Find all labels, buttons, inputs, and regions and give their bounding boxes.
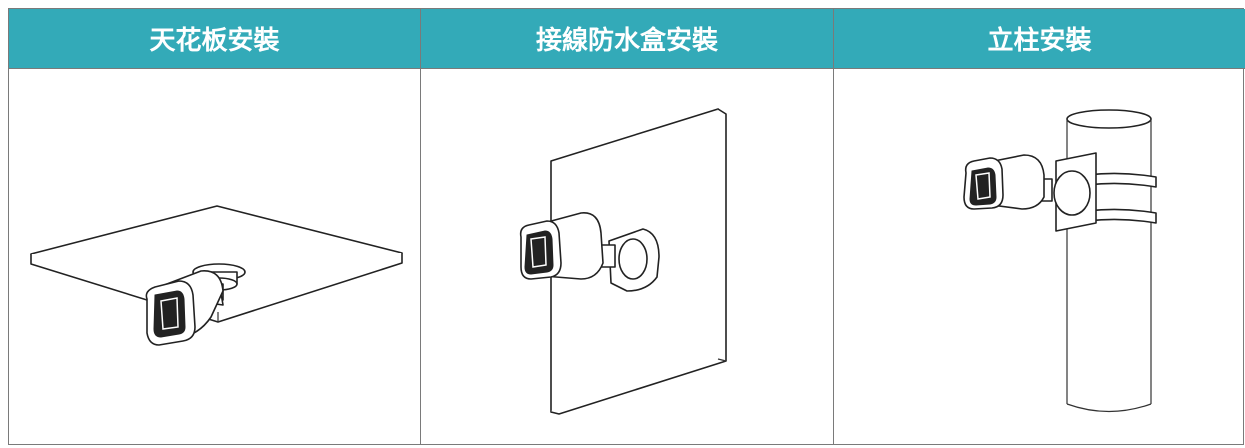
- pole-mount-illustration: [963, 109, 1157, 413]
- installation-table: 天花板安裝 接線防水盒安裝 立柱安裝: [8, 8, 1245, 445]
- junction-box-mount-cell: [421, 69, 834, 444]
- header-ceiling-mount: 天花板安裝: [9, 9, 421, 69]
- ceiling-mount-illustration: [30, 205, 403, 346]
- header-pole-mount: 立柱安裝: [834, 9, 1245, 69]
- pole-mount-cell: [834, 69, 1245, 444]
- header-junction-box-mount: 接線防水盒安裝: [421, 9, 834, 69]
- ceiling-mount-cell: [9, 69, 421, 444]
- junction-box-mount-illustration: [519, 108, 727, 415]
